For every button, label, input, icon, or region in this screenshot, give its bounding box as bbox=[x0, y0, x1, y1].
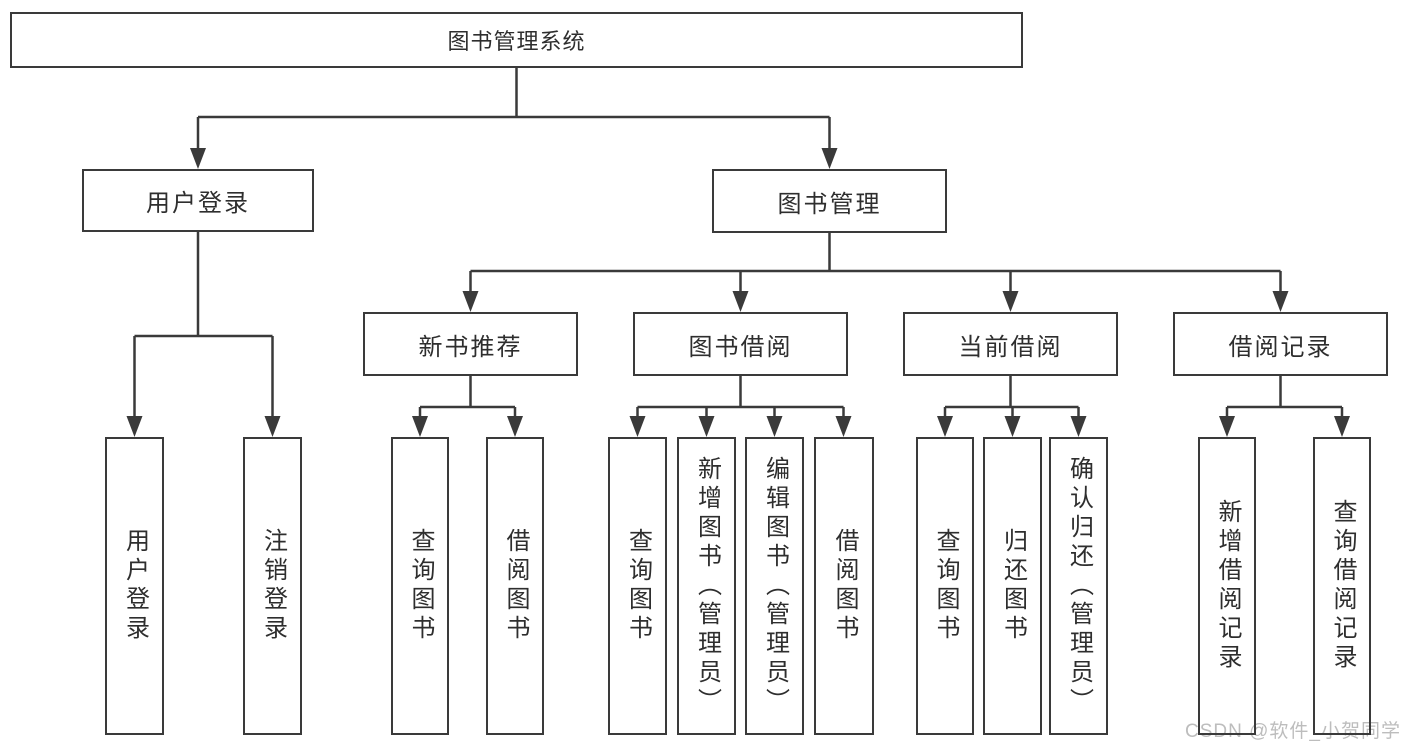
node-label: 图书借阅 bbox=[688, 333, 793, 361]
node-borrowing-records: 借阅记录 bbox=[1173, 312, 1388, 376]
leaf-add-books-admin: 新增图书（管理员） bbox=[677, 437, 736, 735]
node-label: 用户登录 bbox=[146, 190, 250, 217]
node-current-borrowing: 当前借阅 bbox=[903, 312, 1118, 376]
node-label: 图书管理系统 bbox=[447, 29, 586, 54]
node-label: 新增图书（管理员） bbox=[693, 455, 721, 717]
leaf-borrow-books-recommend: 借阅图书 bbox=[486, 437, 544, 735]
node-label: 用户登录 bbox=[121, 528, 149, 644]
node-label: 借阅记录 bbox=[1228, 333, 1333, 361]
node-user-login: 用户登录 bbox=[82, 169, 314, 232]
leaf-return-books: 归还图书 bbox=[983, 437, 1042, 735]
node-library-management-system: 图书管理系统 bbox=[10, 12, 1023, 68]
node-label: 图书管理 bbox=[777, 190, 882, 218]
node-book-borrowing: 图书借阅 bbox=[633, 312, 848, 376]
node-new-book-recommend: 新书推荐 bbox=[363, 312, 578, 376]
leaf-query-books-recommend: 查询图书 bbox=[391, 437, 449, 735]
node-label: 查询图书 bbox=[624, 528, 652, 644]
node-label: 借阅图书 bbox=[831, 528, 858, 644]
leaf-user-login: 用户登录 bbox=[105, 437, 164, 735]
node-book-management: 图书管理 bbox=[712, 169, 947, 233]
leaf-borrow-books: 借阅图书 bbox=[814, 437, 874, 735]
node-label: 编辑图书（管理员） bbox=[761, 455, 789, 717]
leaf-add-borrow-record: 新增借阅记录 bbox=[1198, 437, 1256, 735]
node-label: 借阅图书 bbox=[502, 528, 529, 644]
leaf-query-borrow-record: 查询借阅记录 bbox=[1313, 437, 1371, 735]
node-label: 查询借阅记录 bbox=[1329, 499, 1356, 673]
node-label: 查询图书 bbox=[932, 528, 959, 644]
node-label: 归还图书 bbox=[999, 528, 1027, 644]
leaf-query-books-current: 查询图书 bbox=[916, 437, 974, 735]
leaf-logout: 注销登录 bbox=[243, 437, 302, 735]
node-label: 查询图书 bbox=[407, 528, 434, 644]
arrowheads bbox=[126, 148, 1350, 437]
node-label: 确认归还（管理员） bbox=[1065, 455, 1093, 717]
node-label: 新书推荐 bbox=[418, 333, 523, 361]
leaf-edit-books-admin: 编辑图书（管理员） bbox=[745, 437, 804, 735]
node-label: 注销登录 bbox=[259, 528, 287, 644]
node-label: 当前借阅 bbox=[958, 333, 1063, 361]
leaf-confirm-return-admin: 确认归还（管理员） bbox=[1049, 437, 1108, 735]
node-label: 新增借阅记录 bbox=[1214, 499, 1241, 673]
leaf-query-books-borrowing: 查询图书 bbox=[608, 437, 667, 735]
csdn-watermark: CSDN @软件_小贺同学 bbox=[1185, 721, 1401, 742]
